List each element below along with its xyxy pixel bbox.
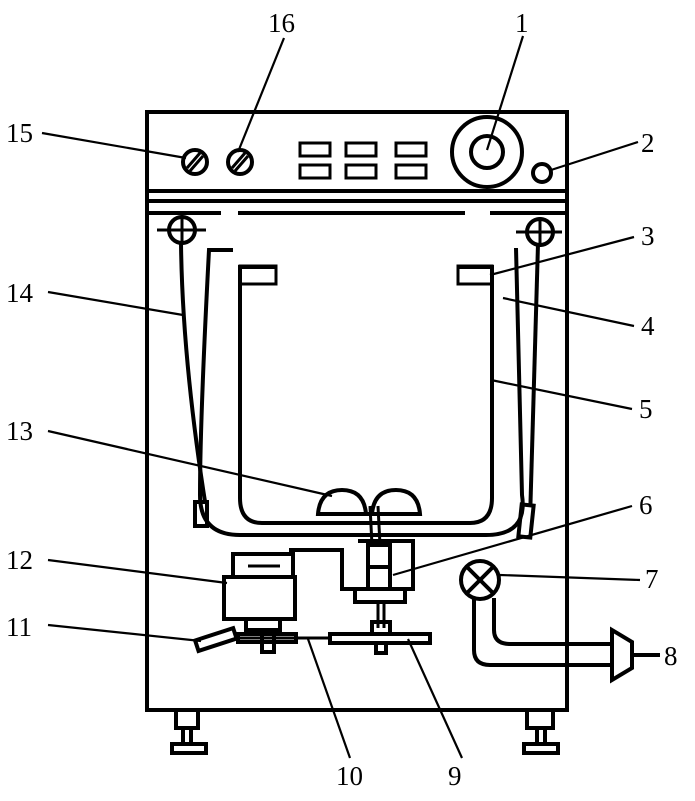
- drain-pump: [459, 559, 501, 601]
- leader-5: [490, 378, 633, 411]
- leader-9: [406, 638, 464, 759]
- label-12: 12: [6, 545, 33, 575]
- leader-16: [236, 37, 286, 153]
- leader-13: [47, 429, 333, 498]
- leader-2: [550, 140, 639, 172]
- leader-10: [306, 638, 352, 759]
- cabinet-body: [145, 110, 569, 712]
- label-15: 15: [6, 118, 33, 148]
- right-suspension-rod: [528, 243, 540, 521]
- label-4: 4: [641, 311, 655, 341]
- leader-1: [485, 35, 525, 151]
- label-16: 16: [268, 8, 295, 38]
- label-14: 14: [6, 278, 34, 308]
- gearbox-housing: [289, 539, 415, 591]
- drain-valve: [192, 625, 240, 654]
- drive-shaft: [353, 505, 407, 628]
- label-5: 5: [639, 394, 653, 424]
- label-7: 7: [645, 564, 659, 594]
- label-11: 11: [6, 612, 32, 642]
- label-9: 9: [448, 761, 462, 791]
- label-10: 10: [336, 761, 363, 791]
- label-1: 1: [515, 8, 529, 38]
- leader-4: [502, 296, 635, 328]
- leader-7: [499, 573, 641, 582]
- label-3: 3: [641, 221, 655, 251]
- label-13: 13: [6, 416, 33, 446]
- indicator-light: [531, 162, 553, 184]
- left-pulley: [157, 215, 206, 245]
- leader-15: [41, 131, 187, 160]
- control-knob-16: [226, 148, 254, 176]
- label-8: 8: [664, 641, 678, 671]
- right-pulley: [516, 217, 562, 247]
- outer-tub: [197, 247, 525, 537]
- timer-dial: [450, 115, 524, 189]
- leader-3: [489, 235, 635, 277]
- control-knob-15: [181, 148, 209, 176]
- drain-hose: [472, 598, 612, 667]
- outlet-nozzle: [610, 626, 634, 684]
- left-foot: [170, 708, 208, 755]
- label-2: 2: [641, 128, 655, 158]
- leader-6: [392, 504, 633, 577]
- label-6: 6: [639, 490, 653, 520]
- motor: [222, 552, 298, 654]
- leader-14: [47, 290, 184, 317]
- leader-12: [47, 558, 228, 585]
- large-pulley: [328, 620, 432, 655]
- leader-11: [47, 623, 202, 643]
- basket-lip-left: [238, 264, 278, 286]
- inner-basket: [238, 265, 494, 525]
- right-foot: [522, 708, 560, 755]
- button-grid: [298, 141, 428, 180]
